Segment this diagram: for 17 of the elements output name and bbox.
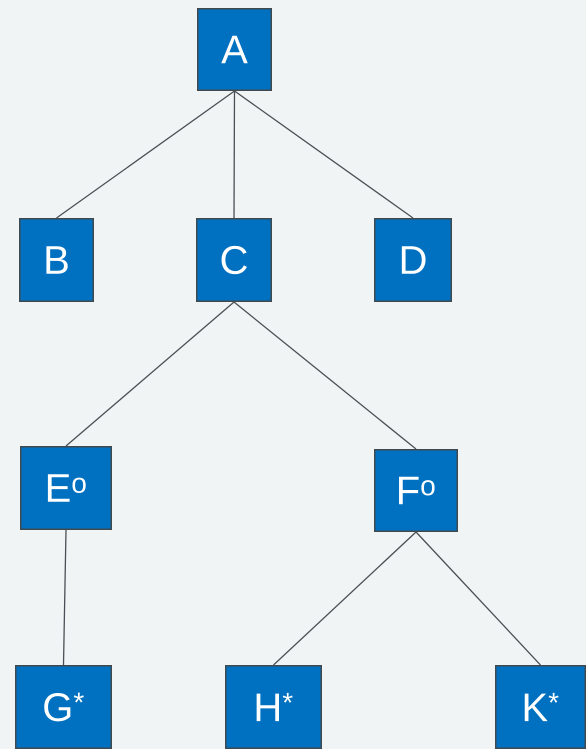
connector-line <box>416 532 541 666</box>
connector-line <box>273 532 416 666</box>
connector-line <box>62 530 67 666</box>
tree-node-box: F$^{o}$ <box>374 449 458 532</box>
tree-node-box: E$^{o}$ <box>20 446 112 530</box>
connector-line <box>233 91 236 218</box>
tree-node-box: G$^{*}$ <box>15 665 112 749</box>
connector-line <box>234 90 414 219</box>
connector-line <box>66 302 234 446</box>
connector-line <box>234 302 416 450</box>
tree-node-box: H$^{*}$ <box>225 665 322 749</box>
tree-node-box: B <box>19 218 94 302</box>
tree-node-box: K$^{*}$ <box>495 665 586 749</box>
tree-node-box: C <box>196 218 272 302</box>
tree-node-box: A <box>197 8 272 91</box>
connector-line <box>56 90 235 219</box>
tree-node-box: D <box>374 218 452 302</box>
